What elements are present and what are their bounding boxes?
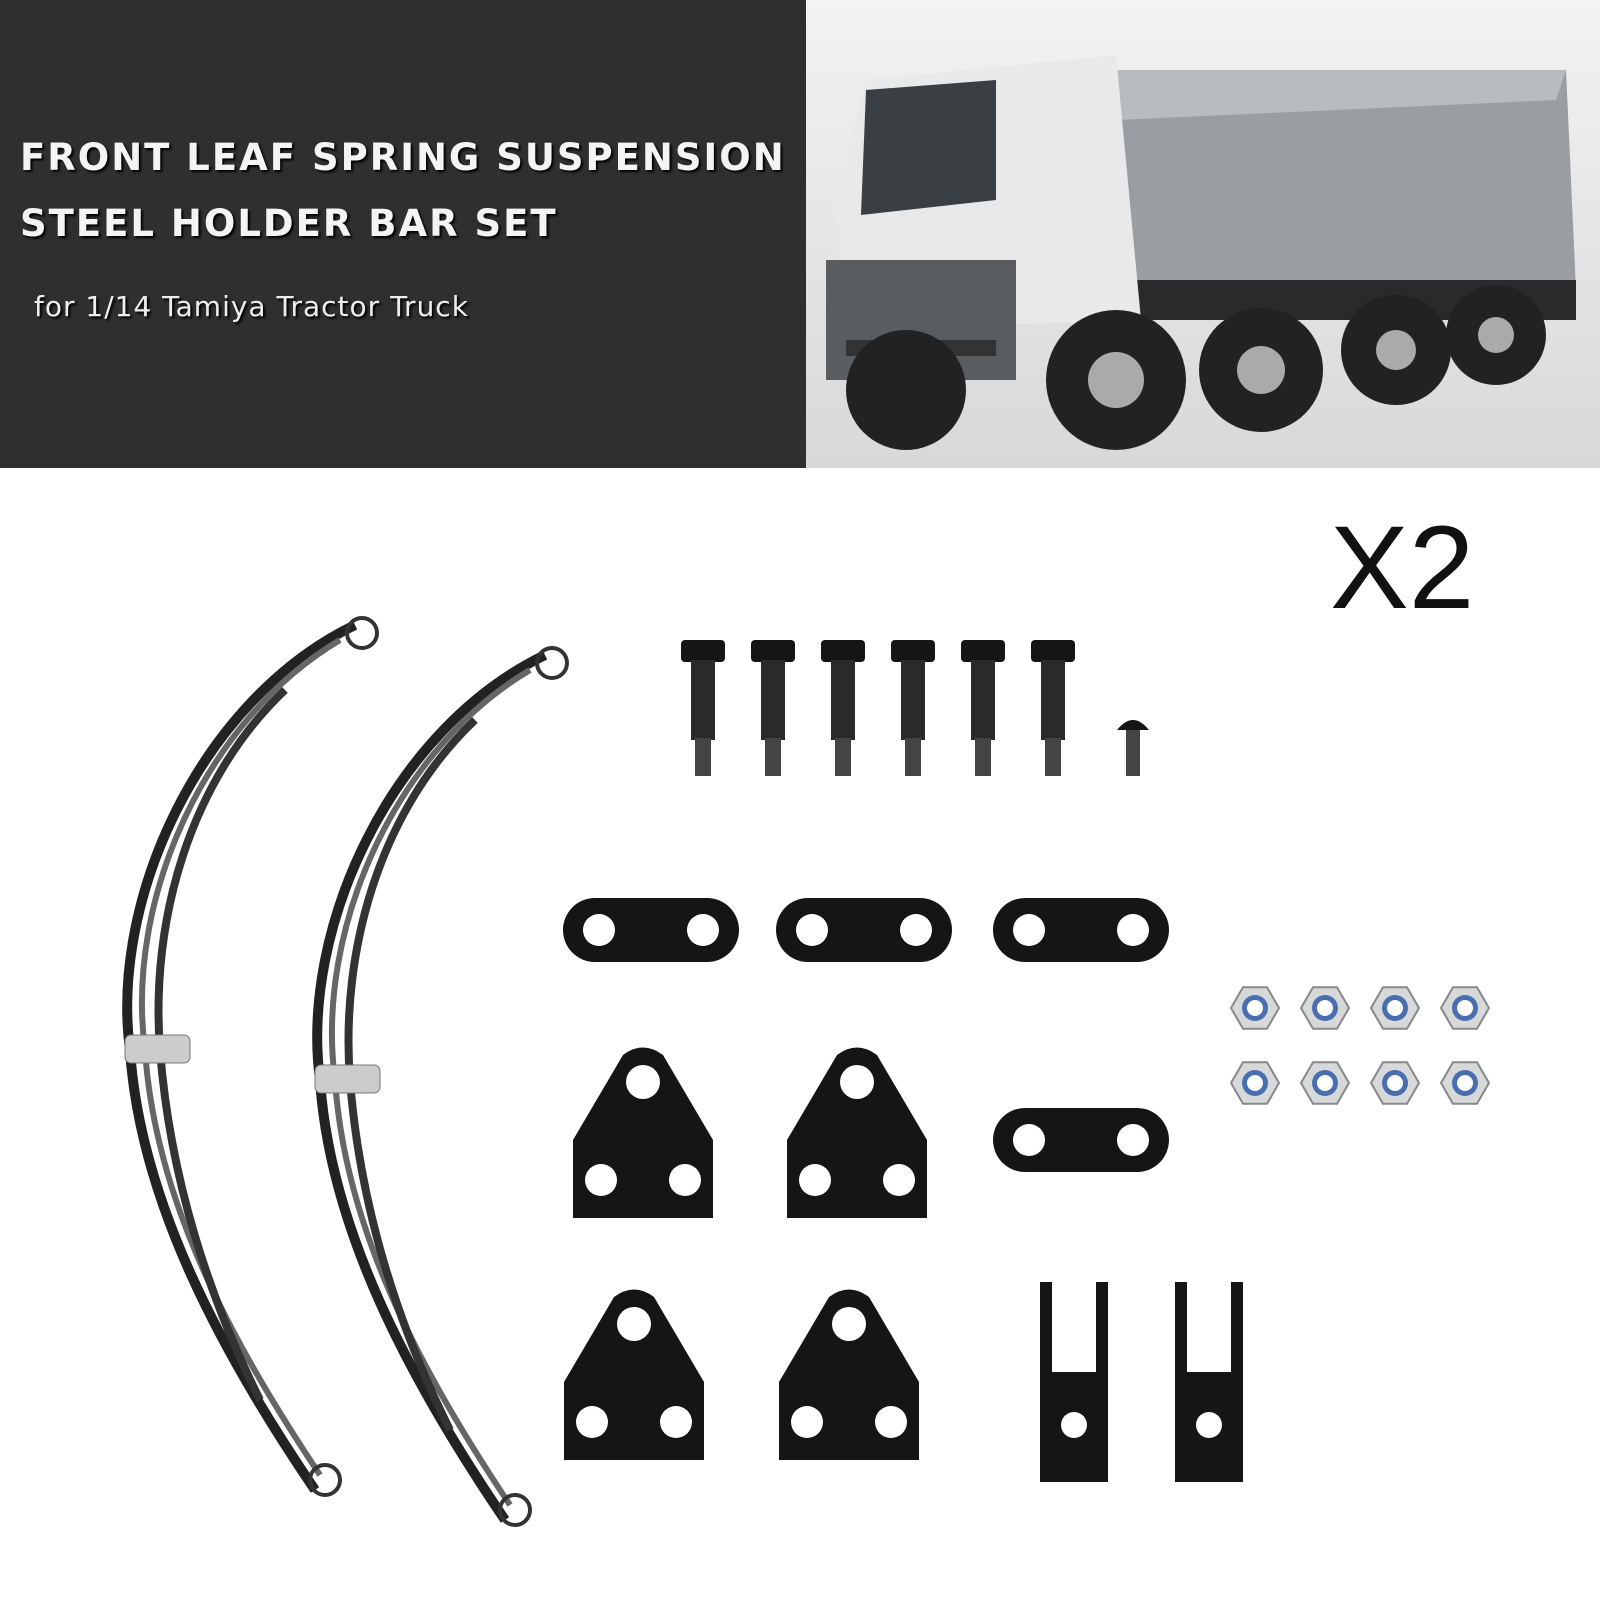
u-bracket xyxy=(1040,1282,1108,1482)
u-brackets xyxy=(1040,1282,1243,1482)
shackle-plate xyxy=(776,898,952,962)
lock-nuts xyxy=(1229,986,1491,1105)
lock-nut xyxy=(1439,986,1491,1030)
wheels xyxy=(846,285,1546,450)
leaf-spring xyxy=(122,616,379,1497)
triangle-bracket xyxy=(779,1289,919,1460)
shackle-plate xyxy=(993,898,1169,962)
product-title-line1: FRONT LEAF SPRING SUSPENSION xyxy=(20,136,786,179)
spring-center-bolt xyxy=(124,1034,191,1064)
long-bolt xyxy=(751,640,795,776)
long-bolt xyxy=(681,640,725,776)
leaf-springs xyxy=(122,616,569,1527)
lock-nut xyxy=(1299,1061,1351,1105)
shackle-plate xyxy=(993,1108,1169,1172)
parts-layout xyxy=(122,616,1491,1527)
long-bolt xyxy=(961,640,1005,776)
u-bracket xyxy=(1175,1282,1243,1482)
lock-nut xyxy=(1229,986,1281,1030)
bolts xyxy=(681,640,1149,776)
lock-nut xyxy=(1369,1061,1421,1105)
triangle-bracket xyxy=(564,1289,704,1460)
lock-nut xyxy=(1229,1061,1281,1105)
lock-nut xyxy=(1299,986,1351,1030)
triangle-brackets xyxy=(564,1047,927,1460)
long-bolt xyxy=(891,640,935,776)
product-banner: FRONT LEAF SPRING SUSPENSION STEEL HOLDE… xyxy=(0,0,1600,468)
triangle-bracket xyxy=(573,1047,713,1218)
shackle-plate xyxy=(563,898,739,962)
long-bolt xyxy=(1031,640,1075,776)
dump-bed xyxy=(1106,70,1576,300)
product-title-line2: STEEL HOLDER BAR SET xyxy=(20,202,558,245)
quantity-label: X2 xyxy=(1330,502,1475,634)
shackle-plates xyxy=(563,898,1169,1172)
leaf-spring xyxy=(312,646,569,1527)
long-bolt xyxy=(821,640,865,776)
lock-nut xyxy=(1369,986,1421,1030)
dump-truck-photo xyxy=(806,0,1600,468)
windshield xyxy=(861,80,996,215)
title-panel: FRONT LEAF SPRING SUSPENSION STEEL HOLDE… xyxy=(0,0,806,468)
product-subtitle: for 1/14 Tamiya Tractor Truck xyxy=(34,290,469,323)
spring-center-bolt xyxy=(314,1064,381,1094)
lock-nut xyxy=(1439,1061,1491,1105)
short-screw xyxy=(1117,720,1149,776)
triangle-bracket xyxy=(787,1047,927,1218)
